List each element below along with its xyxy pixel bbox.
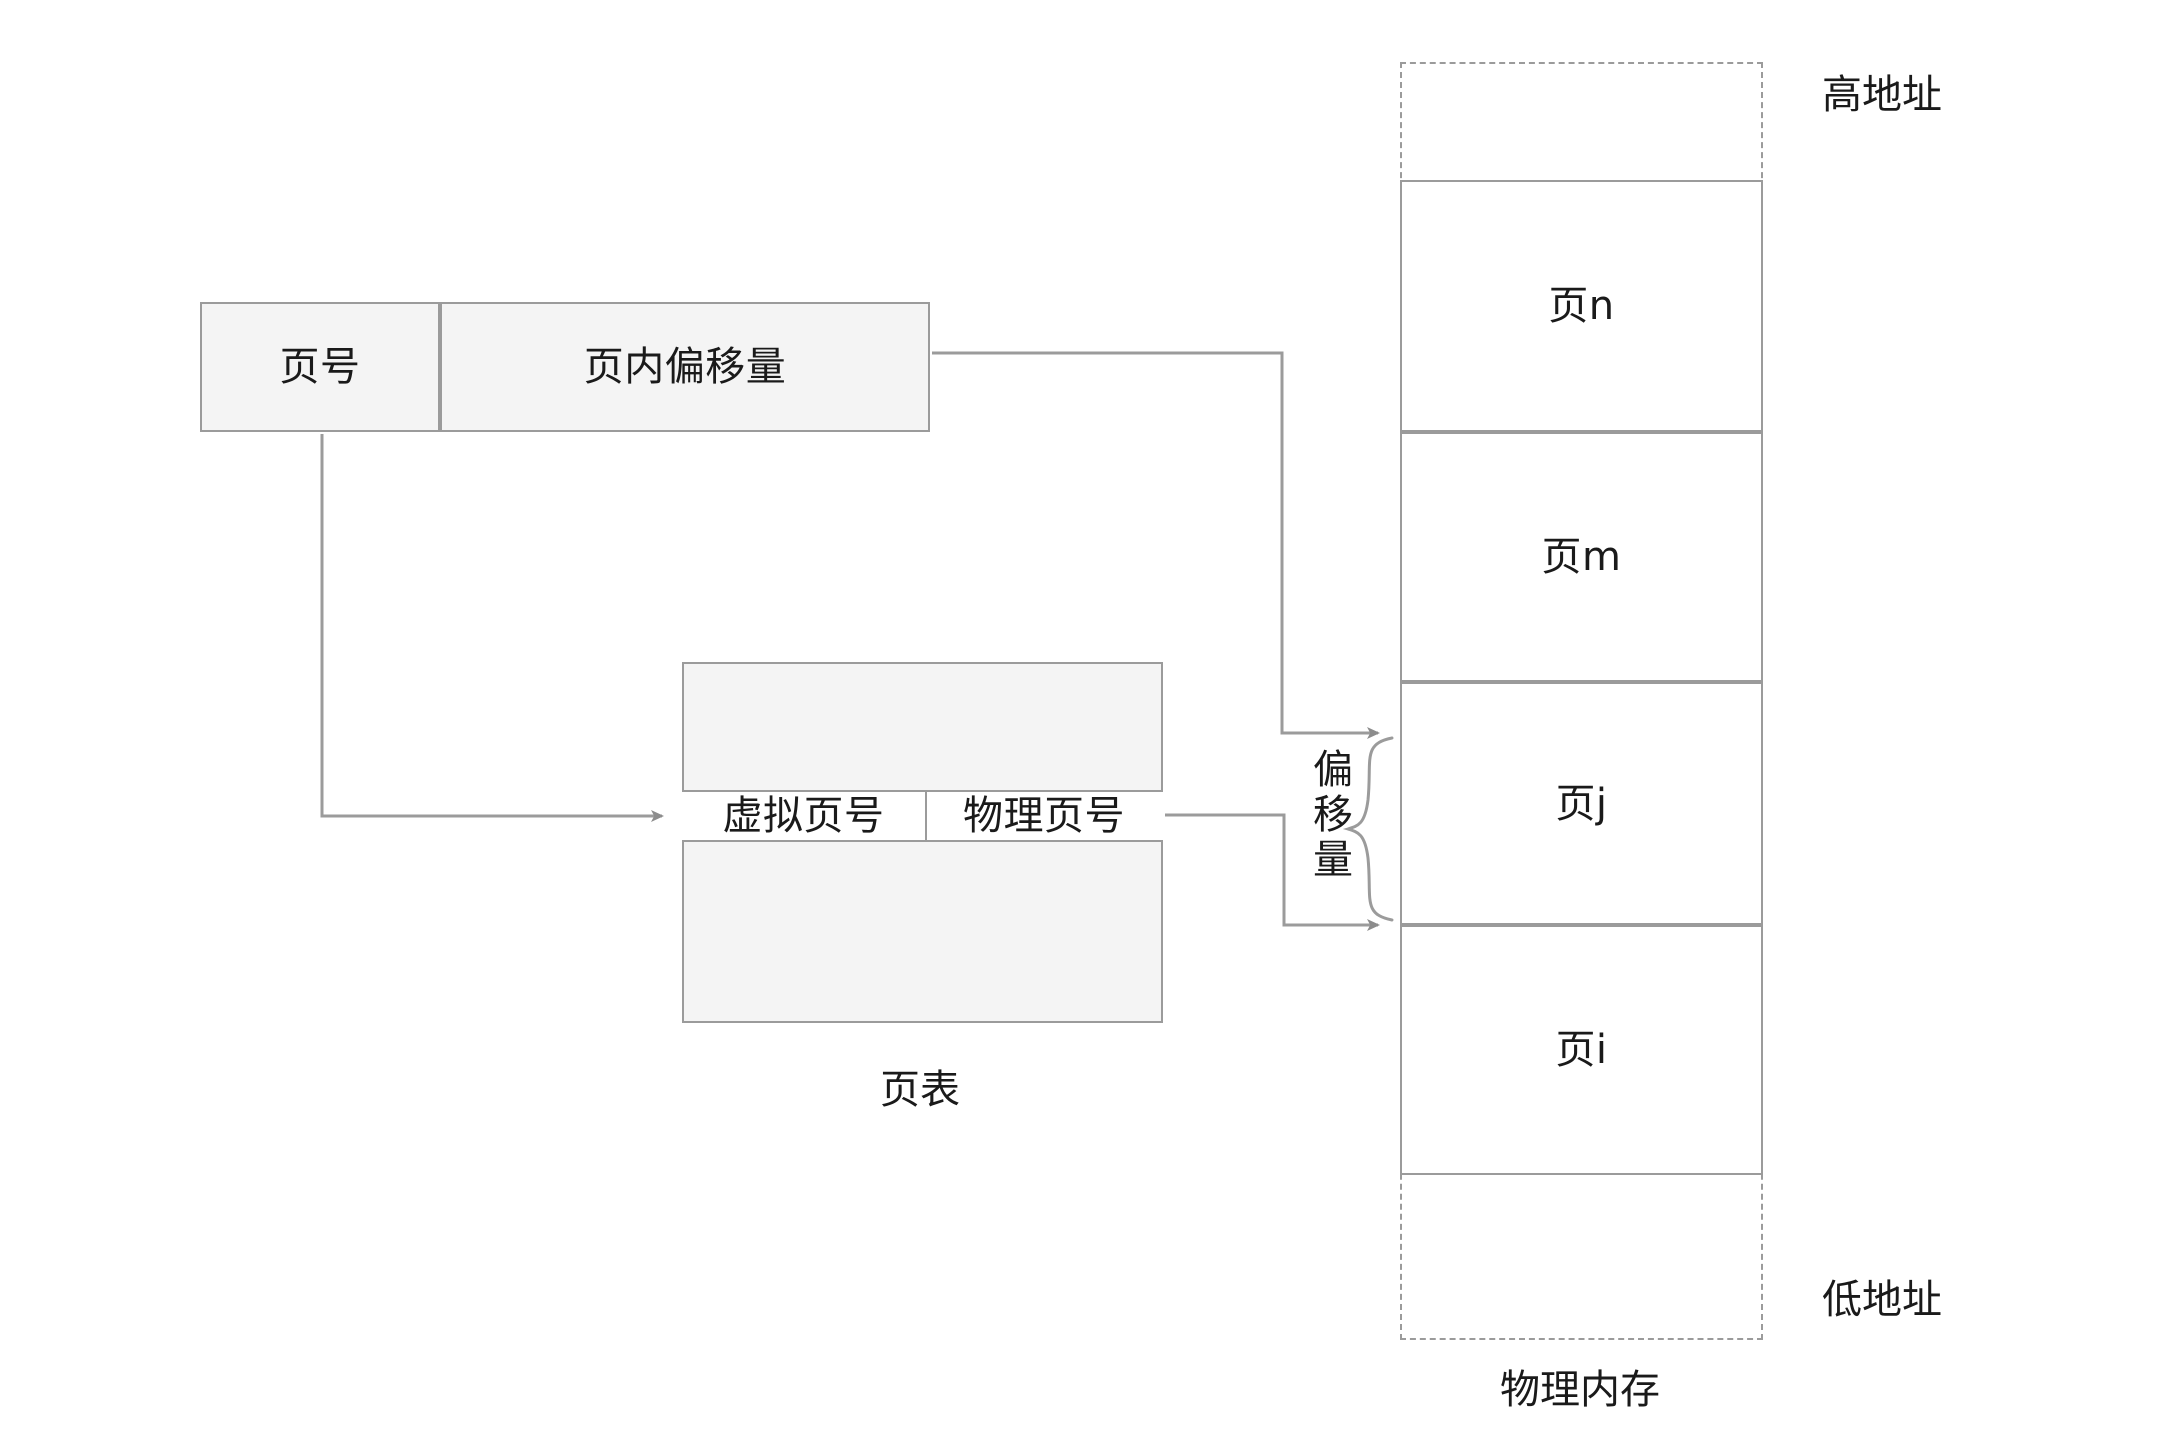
virtual-address-offset-label: 页内偏移量 — [583, 344, 787, 390]
offset-bracket-char-3: 量 — [1313, 836, 1353, 883]
virtual-address-offset-cell: 页内偏移量 — [440, 302, 930, 432]
memory-frame-page-n: 页n — [1400, 180, 1763, 432]
memory-frame-label-page-m: 页m — [1541, 534, 1622, 580]
low-address-label: 低地址 — [1822, 1277, 1942, 1323]
virtual-address-page-number-label: 页号 — [279, 344, 361, 390]
memory-frame-page-i: 页i — [1400, 925, 1763, 1175]
page-table-box — [682, 662, 1163, 1023]
page-table-column-virtual-page-number: 虚拟页号 — [722, 793, 885, 839]
memory-frame-label-page-j: 页j — [1555, 780, 1608, 827]
page-table-entry-physical-cell: 物理页号 — [927, 792, 1161, 840]
memory-frame-page-m: 页m — [1400, 432, 1763, 682]
high-address-label: 高地址 — [1822, 72, 1942, 118]
memory-frame-label-page-i: 页i — [1555, 1027, 1608, 1073]
page-table-entry-virtual-cell: 虚拟页号 — [684, 792, 923, 840]
physical-memory-caption: 物理内存 — [1500, 1367, 1660, 1413]
memory-frame-label-page-n: 页n — [1548, 283, 1615, 329]
offset-bracket-label: 偏 移 量 — [1310, 748, 1356, 882]
page-table-entry-divider — [925, 792, 927, 840]
offset-bracket-char-1: 偏 — [1313, 747, 1353, 793]
offset-bracket-char-2: 移 — [1313, 791, 1353, 838]
virtual-address-page-number-cell: 页号 — [200, 302, 440, 432]
wire-page-number-to-page-table — [320, 434, 664, 822]
page-table-caption: 页表 — [880, 1067, 960, 1113]
memory-frame-page-j: 页j — [1400, 682, 1763, 925]
page-table-column-physical-page-number: 物理页号 — [963, 793, 1125, 839]
